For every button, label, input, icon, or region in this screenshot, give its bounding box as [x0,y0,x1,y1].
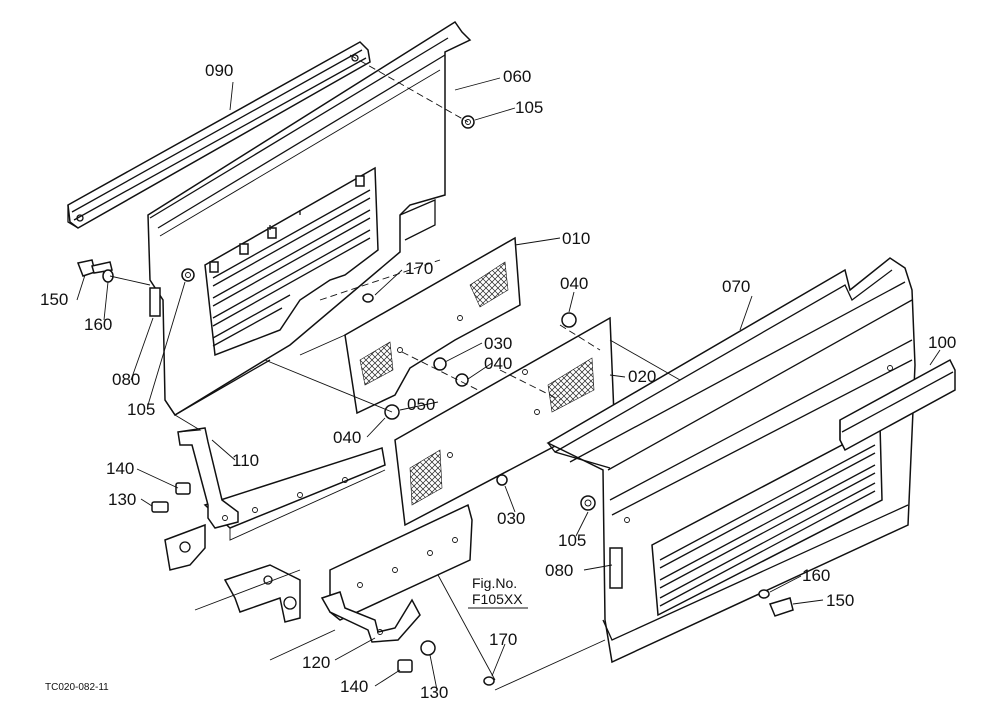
callout-170: 170 [405,259,433,278]
callout-010: 010 [562,229,590,248]
mounting-bracket-110 [177,427,239,529]
callout-140: 140 [106,459,134,478]
right-side-cover-070 [546,257,916,664]
callout-090: 090 [205,61,233,80]
drawing-code: TC020-082-11 [45,682,109,693]
callout-105: 105 [127,400,155,419]
callout-030: 030 [484,334,512,353]
callout-080: 080 [545,561,573,580]
callout-040: 040 [560,274,588,293]
leader-lines [76,77,941,691]
inner-mesh-screen-010 [344,236,521,415]
inner-mesh-screen-020 [394,316,615,527]
callout-030: 030 [497,509,525,528]
right-louvre-slats [659,444,876,607]
callout-020: 020 [628,367,656,386]
frame-plate-lower [329,503,473,621]
callout-150: 150 [40,290,68,309]
callout-100: 100 [928,333,956,352]
left-louvre-slats [212,189,371,347]
callout-130: 130 [108,490,136,509]
callout-040: 040 [333,428,361,447]
callout-140: 140 [340,677,368,696]
figure-number-block: Fig.No. F105XX [468,575,528,609]
fasteners [76,115,794,686]
callout-160: 160 [84,315,112,334]
callout-070: 070 [722,277,750,296]
figure-number-label: Fig.No. [472,575,517,591]
u-bracket-left [164,523,206,571]
callout-080: 080 [112,370,140,389]
hinge-bracket-lower [223,564,301,623]
callout-105: 105 [515,98,543,117]
callout-105: 105 [558,531,586,550]
callout-150: 150 [826,591,854,610]
callout-060: 060 [503,67,531,86]
callout-050: 050 [407,395,435,414]
callout-120: 120 [302,653,330,672]
callout-040: 040 [484,354,512,373]
top-trim-strip-090 [67,41,371,229]
callout-130: 130 [420,683,448,702]
left-side-cover-060 [147,20,472,417]
part-number-callouts: 090 060 105 010 170 150 160 080 105 040 … [40,61,956,702]
figure-number-value: F105XX [472,591,523,607]
callout-110: 110 [232,451,259,470]
assembly-lines [109,54,681,691]
callout-160: 160 [802,566,830,585]
right-trim-strip-100 [839,358,956,452]
latch-bracket-120 [320,591,421,643]
callout-170: 170 [489,630,517,649]
